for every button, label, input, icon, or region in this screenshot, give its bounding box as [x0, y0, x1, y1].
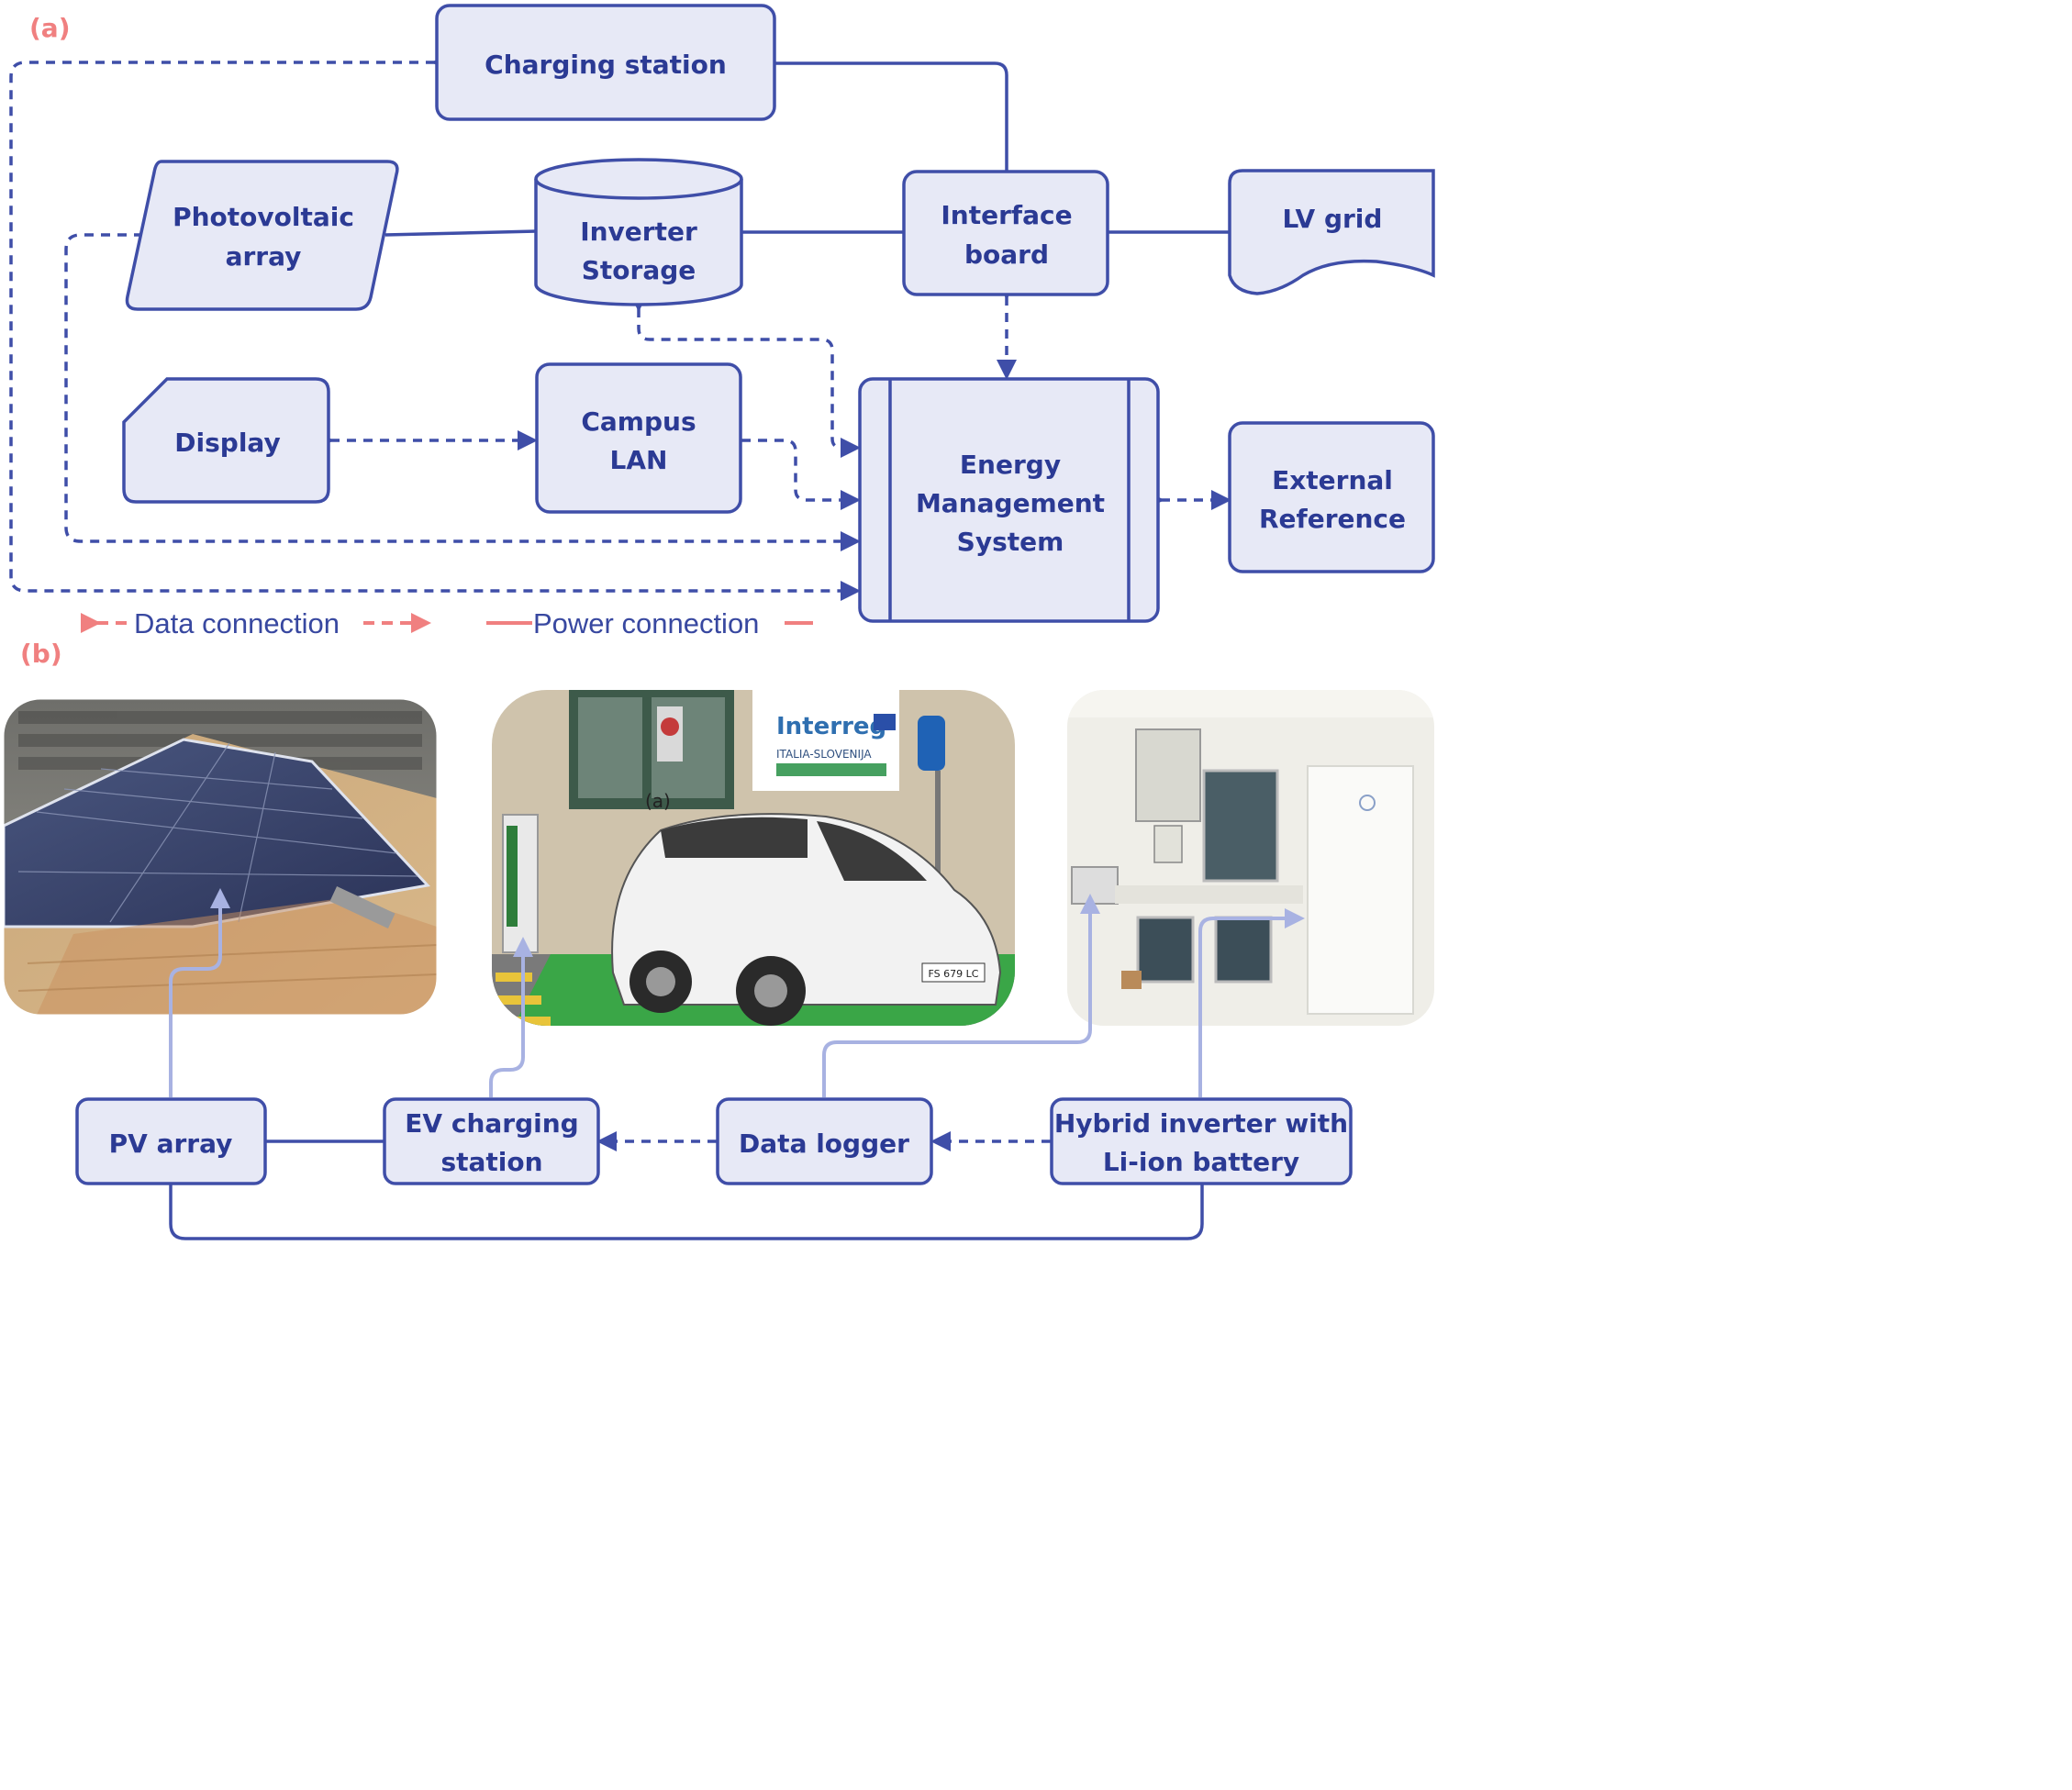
ems-label-2: Management	[916, 488, 1105, 518]
legend-data-connection: Data connection	[134, 607, 340, 639]
ev-charging-station-label-2: station	[440, 1147, 542, 1177]
data-line-ems-charging	[9, 52, 861, 601]
link-hybrid-inverter-photo	[1198, 908, 1305, 1097]
hybrid-inverter-label-1: Hybrid inverter with	[1054, 1108, 1348, 1139]
legend-power-connection: Power connection	[533, 607, 759, 639]
external-reference-label-2: Reference	[1259, 504, 1406, 534]
data-line-ems-inverter	[629, 292, 861, 458]
link-ev-charging-photo	[489, 937, 533, 1097]
campus-lan-label-1: Campus	[581, 406, 696, 437]
ems-label-1: Energy	[960, 450, 1061, 480]
ev-charging-photo: Interreg ITALIA-SLOVENIJA FS 679 LC	[492, 690, 1015, 1026]
battery-unit	[1307, 765, 1414, 1015]
ev-charging-station-label-1: EV charging	[405, 1108, 578, 1139]
photovoltaic-array-node: Photovoltaic array	[125, 160, 399, 311]
power-line-pv-inverter	[384, 229, 538, 237]
data-line-ems-lan	[725, 430, 861, 510]
pv-array-label: PV array	[109, 1128, 233, 1159]
charging-station-label: Charging station	[485, 50, 727, 80]
hybrid-inverter-node: Hybrid inverter with Li-ion battery	[1050, 1097, 1353, 1185]
external-reference-node: External Reference	[1228, 421, 1435, 573]
inverter-storage-label-2: Storage	[582, 255, 696, 285]
panel-label-b: (b)	[20, 639, 62, 669]
link-pv-array-photo	[169, 888, 230, 1097]
lv-grid-node: LV grid	[1228, 169, 1435, 295]
campus-lan-label-2: LAN	[610, 445, 668, 475]
photovoltaic-array-label-2: array	[226, 241, 302, 272]
energy-management-system-node: Energy Management System	[858, 377, 1160, 623]
display-label: Display	[174, 428, 280, 458]
data-line-ems-pv	[64, 225, 861, 551]
campus-lan-node: Campus LAN	[535, 362, 742, 514]
inverter-storage-label-1: Inverter	[580, 217, 697, 247]
diagram-canvas: (a) (b) Charging station Photovoltaic ar…	[3, 4, 1435, 1240]
ev-photo-label: (a)	[645, 790, 671, 812]
ev-charging-station-node: EV charging station	[383, 1097, 600, 1185]
power-line-charging-interface	[774, 61, 1008, 172]
interface-board-label-1: Interface	[941, 200, 1072, 230]
charging-station-node: Charging station	[435, 4, 776, 121]
data-logger-node: Data logger	[716, 1097, 933, 1185]
inverter-photo	[1067, 690, 1434, 1026]
inverter-storage-node: Inverter Storage	[534, 158, 743, 306]
lv-grid-label: LV grid	[1283, 204, 1383, 234]
interface-board-node: Interface board	[902, 170, 1109, 296]
interreg-sign-subtext: ITALIA-SLOVENIJA	[776, 748, 872, 761]
pv-roof-photo	[4, 699, 437, 1015]
external-reference-label-1: External	[1272, 465, 1393, 495]
ems-label-3: System	[957, 527, 1064, 557]
pv-array-node: PV array	[75, 1097, 267, 1185]
interreg-sign-text: Interreg	[776, 713, 886, 740]
hybrid-inverter-label-2: Li-ion battery	[1103, 1147, 1299, 1177]
panel-label-a: (a)	[29, 13, 71, 43]
interface-board-label-2: board	[964, 239, 1049, 270]
license-plate: FS 679 LC	[929, 968, 979, 980]
data-logger-label: Data logger	[739, 1128, 909, 1159]
photovoltaic-array-label-1: Photovoltaic	[173, 202, 354, 232]
legend: Data connection Power connection	[81, 607, 813, 639]
power-line-pv-inverter-b	[169, 1184, 1204, 1240]
link-data-logger-photo	[822, 894, 1100, 1097]
display-node: Display	[122, 377, 330, 504]
